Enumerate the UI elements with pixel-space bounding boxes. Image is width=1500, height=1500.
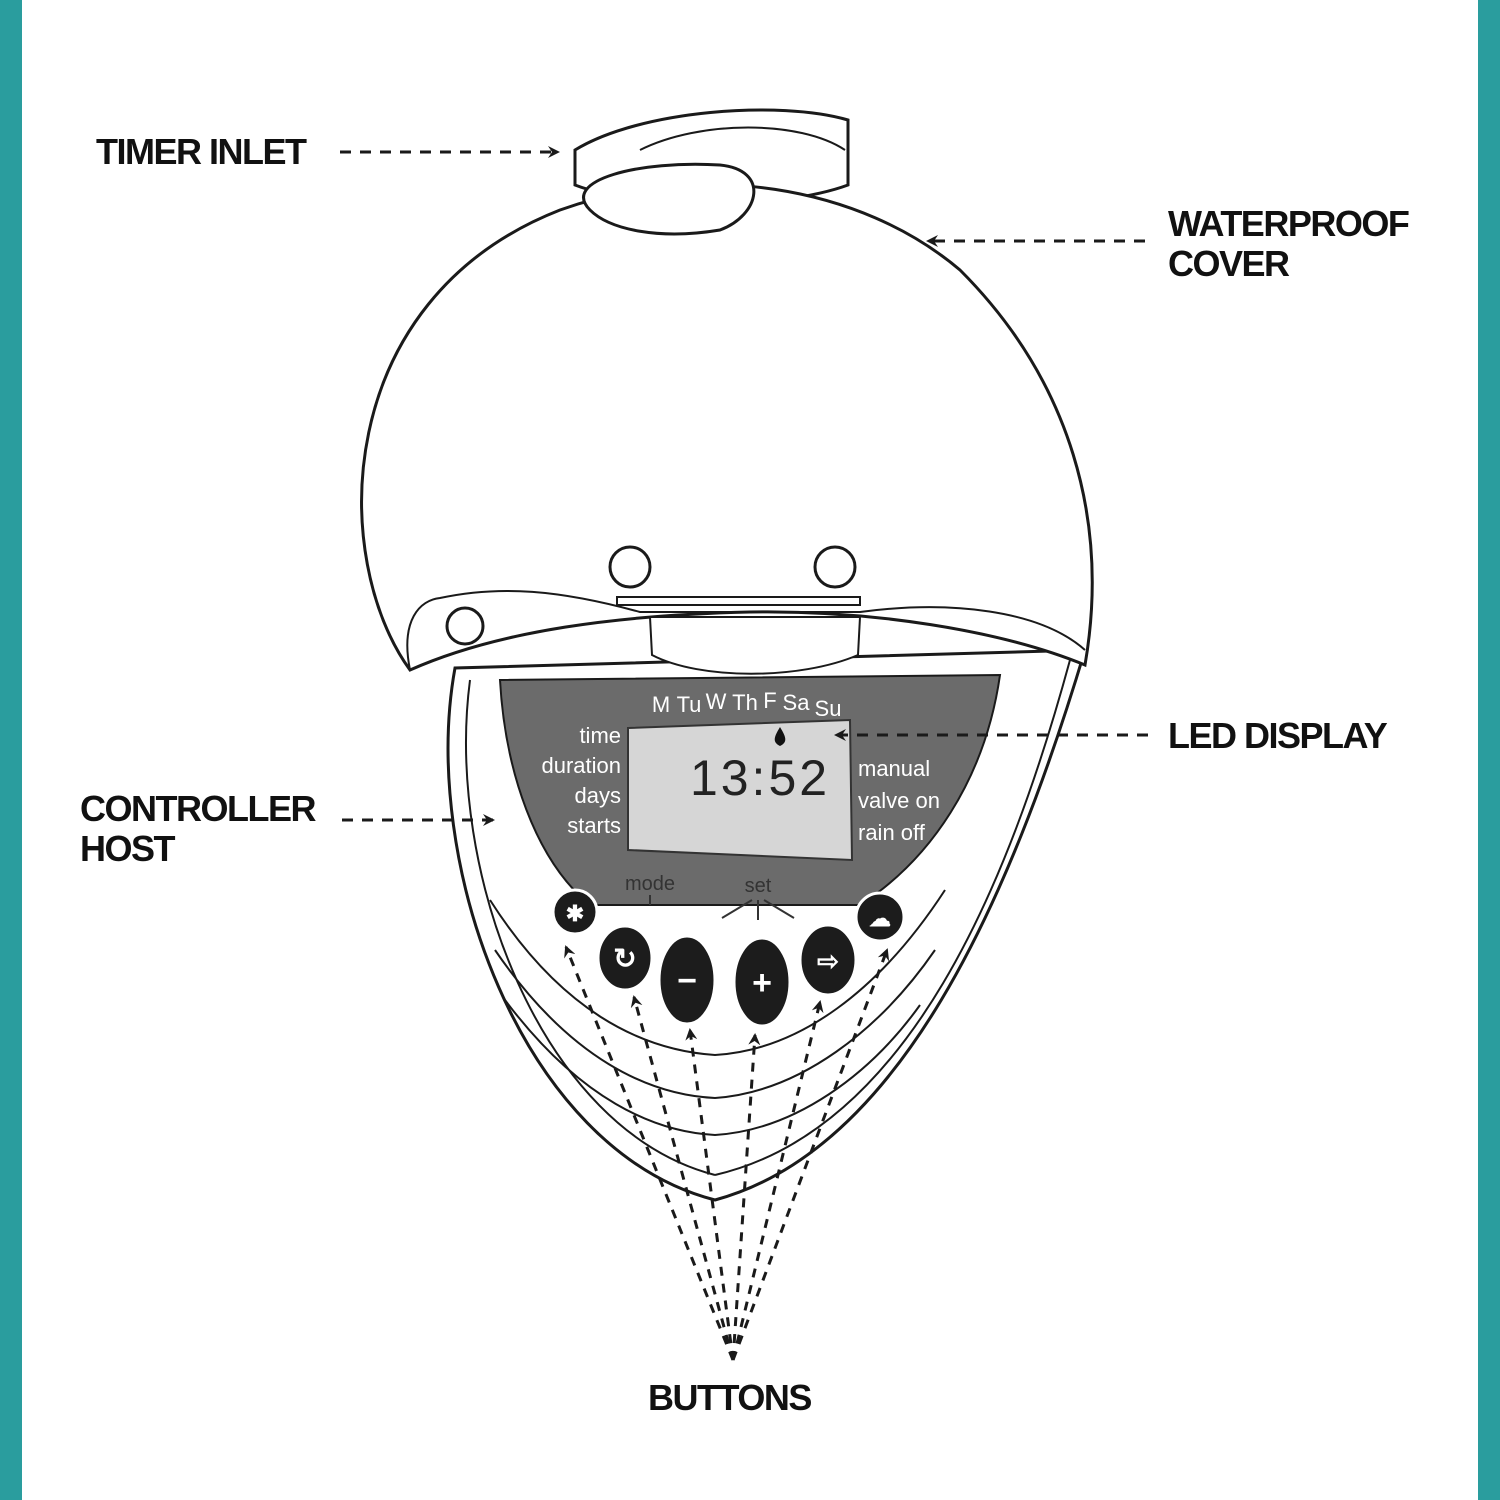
plus-icon: + xyxy=(752,964,772,1002)
mode-cycle-icon: ↻ xyxy=(613,943,636,974)
next-button[interactable] xyxy=(798,923,858,997)
left-label: duration xyxy=(541,753,621,778)
right-frame-bar xyxy=(1478,0,1500,1500)
button-glyphs: ✱ ↻ − + ⇨ ☁ xyxy=(566,901,891,1002)
lcd-screen xyxy=(627,718,854,862)
right-arrow-icon: ⇨ xyxy=(817,946,839,976)
minus-icon: − xyxy=(677,962,697,1000)
callout-controller-host-line1: CONTROLLER xyxy=(80,788,316,829)
button-row[interactable] xyxy=(551,888,906,1028)
left-label: days xyxy=(575,783,621,808)
day-label-f: F xyxy=(763,688,776,713)
button-arrows xyxy=(564,945,890,1361)
set-indicator-lines xyxy=(649,895,795,920)
callout-waterproof-cover-line2: COVER xyxy=(1168,243,1290,284)
sprinkler-button[interactable] xyxy=(551,888,599,936)
callout-arrows xyxy=(340,146,1148,826)
callout-buttons: BUTTONS xyxy=(648,1377,812,1418)
clock-readout: 13:52 xyxy=(690,750,830,806)
callout-led-display: LED DISPLAY xyxy=(1168,715,1388,756)
left-label: time xyxy=(579,723,621,748)
callout-waterproof-cover-line1: WATERPROOF xyxy=(1168,203,1410,244)
sprinkler-icon: ✱ xyxy=(566,901,584,926)
callout-controller-host-line2: HOST xyxy=(80,828,176,869)
set-label: set xyxy=(745,875,772,897)
right-labels: manual valve on rain off xyxy=(858,756,940,845)
rain-cloud-icon: ☁ xyxy=(869,906,891,931)
water-drop-icon xyxy=(774,727,786,746)
minus-button[interactable] xyxy=(657,934,717,1026)
day-label-th: Th xyxy=(732,690,758,715)
plus-button[interactable] xyxy=(732,936,792,1028)
left-label: starts xyxy=(567,813,621,838)
day-label-tu: Tu xyxy=(677,692,702,717)
day-label-su: Su xyxy=(815,696,842,721)
waterproof-cover xyxy=(360,108,1094,675)
day-label-w: W xyxy=(706,689,727,714)
mode-button[interactable] xyxy=(596,924,654,992)
right-label: manual xyxy=(858,756,930,781)
callout-timer-inlet: TIMER INLET xyxy=(96,131,307,172)
right-label: rain off xyxy=(858,820,926,845)
day-label-sa: Sa xyxy=(783,690,811,715)
right-label: valve on xyxy=(858,788,940,813)
left-labels: time duration days starts xyxy=(541,723,621,838)
day-label-m: M xyxy=(652,692,670,717)
mode-label: mode xyxy=(625,873,675,895)
left-frame-bar xyxy=(0,0,22,1500)
rain-button[interactable] xyxy=(854,891,906,943)
